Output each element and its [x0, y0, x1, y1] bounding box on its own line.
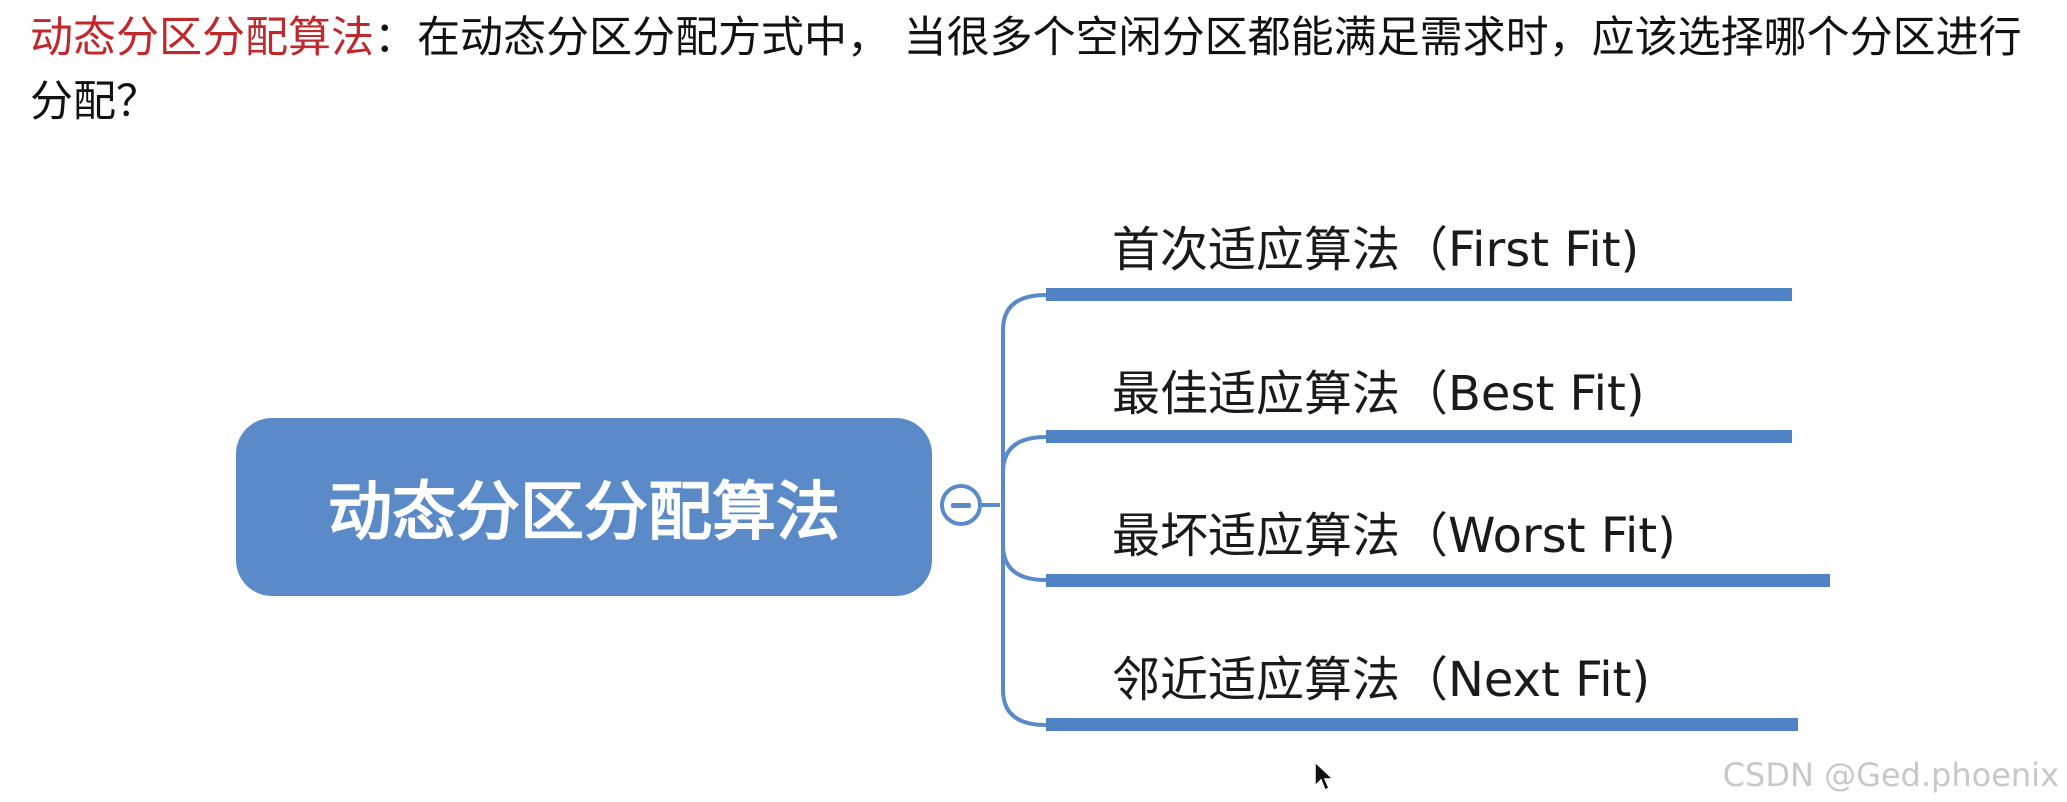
collapse-toggle-button[interactable] [940, 484, 982, 526]
branch-underline-best-fit [1046, 430, 1792, 443]
root-node[interactable]: 动态分区分配算法 [236, 418, 932, 596]
branch-bracket-line [1001, 293, 1047, 727]
mouse-pointer-icon [1314, 760, 1335, 792]
watermark: CSDN @Ged.phoenix [1722, 756, 2059, 794]
branch-label-next-fit[interactable]: 邻近适应算法（Next Fit) [1112, 652, 1651, 708]
minus-icon [951, 502, 971, 508]
branch-underline-worst-fit [1046, 574, 1830, 587]
question-body: ：在动态分区分配方式中， 当很多个空闲分区都能满足需求时，应该选择哪个分区进行分… [30, 13, 2022, 127]
branch-connector-2 [1001, 435, 1047, 473]
question-term: 动态分区分配算法 [30, 13, 374, 63]
branch-label-first-fit[interactable]: 首次适应算法（First Fit) [1112, 222, 1640, 278]
branch-underline-next-fit [1046, 718, 1798, 731]
branch-label-best-fit[interactable]: 最佳适应算法（Best Fit) [1112, 366, 1645, 422]
branch-underline-first-fit [1046, 288, 1792, 301]
branch-connector-3 [1001, 544, 1047, 582]
branch-label-worst-fit[interactable]: 最坏适应算法（Worst Fit) [1112, 508, 1676, 564]
question-text: 动态分区分配算法：在动态分区分配方式中， 当很多个空闲分区都能满足需求时，应该选… [30, 6, 2030, 134]
